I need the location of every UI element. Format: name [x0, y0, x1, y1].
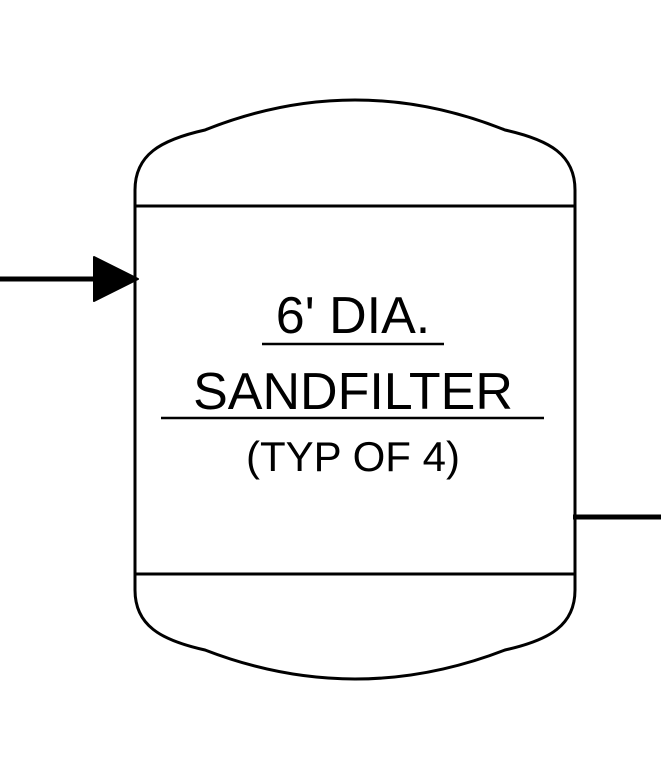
vessel-size-label: 6' DIA. [276, 287, 430, 345]
vessel-outline [133, 98, 577, 681]
vessel-quantity-label: (TYP OF 4) [246, 433, 460, 480]
arrow-right-icon [93, 256, 139, 302]
vessel-name-label: SANDFILTER [193, 363, 513, 421]
